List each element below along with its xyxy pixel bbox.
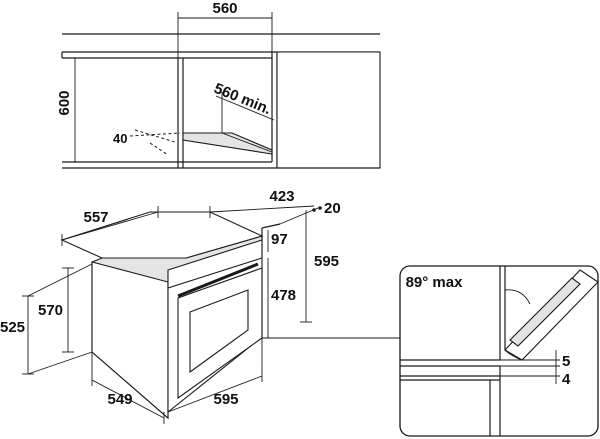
label-door-height: 478 xyxy=(271,287,296,304)
dim-control-panel: 97 xyxy=(267,230,288,252)
label-gap-top: 5 xyxy=(562,353,570,370)
oven-iso xyxy=(60,211,281,420)
cabinet-niche xyxy=(61,33,381,169)
label-vent-angle: 40 xyxy=(113,131,127,146)
label-body-depth: 549 xyxy=(107,391,132,408)
dim-total-height: 595 xyxy=(300,210,339,323)
dim-top-depth: 423 xyxy=(209,188,315,218)
label-front-offset: 20 xyxy=(324,200,341,217)
dim-side-depth: 557 xyxy=(61,206,159,246)
dim-body-depth: 549 xyxy=(91,352,165,424)
label-cabinet-height: 600 xyxy=(56,90,73,115)
label-body-height: 570 xyxy=(38,302,63,319)
label-total-height: 595 xyxy=(314,253,339,270)
door-detail: 89° max 5 4 xyxy=(399,265,599,437)
dim-side-height: 525 xyxy=(0,263,93,375)
label-cabinet-width: 560 xyxy=(212,0,237,17)
label-front-width: 595 xyxy=(213,391,238,408)
dim-door-height: 478 xyxy=(262,258,296,339)
label-control-panel: 97 xyxy=(271,231,288,248)
dim-body-height: 570 xyxy=(38,267,74,353)
dim-front-width: 595 xyxy=(167,338,263,413)
dim-cabinet-depth: 560 min. xyxy=(212,80,275,121)
dim-cabinet-width: 560 xyxy=(177,0,273,58)
label-top-depth: 423 xyxy=(269,188,294,205)
dim-cabinet-height: 600 xyxy=(56,90,73,115)
label-door-angle: 89° max xyxy=(406,274,464,291)
label-cabinet-depth: 560 min. xyxy=(212,80,274,118)
label-side-depth: 557 xyxy=(83,209,108,226)
label-gap-bottom: 4 xyxy=(562,371,571,388)
dim-front-offset: 20 xyxy=(279,200,341,225)
label-side-height: 525 xyxy=(0,319,25,336)
